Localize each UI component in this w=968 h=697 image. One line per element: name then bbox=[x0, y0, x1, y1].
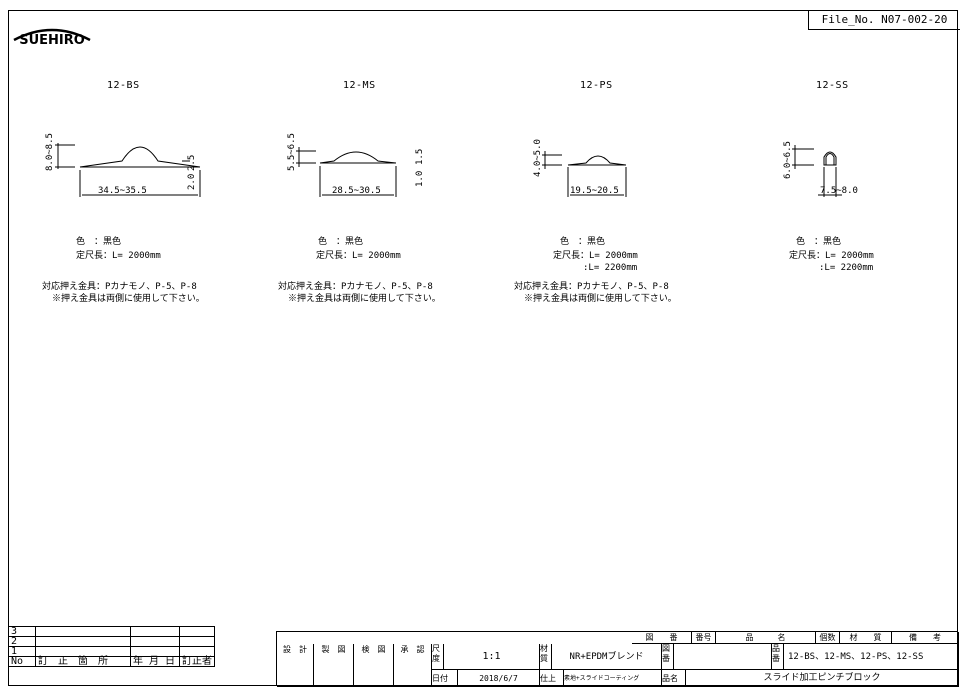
dim-edge-12-bs: 2.0 bbox=[187, 174, 197, 190]
spec-length-12-ps: 定尺長：L= 2000mm bbox=[553, 251, 638, 261]
spec-length-12-ss: 定尺長：L= 2000mm bbox=[789, 251, 874, 261]
rev-header-no: No bbox=[8, 656, 36, 667]
suehiro-logo: SUEHIRO bbox=[13, 28, 91, 48]
spec-note-12-bs: ※押え金具は両側に使用して下さい。 bbox=[52, 294, 205, 304]
part-title-12-ms: 12-MS bbox=[343, 80, 376, 91]
profile-drawing-12-ss: 6.0~6.5 7.5~8.0 bbox=[783, 141, 858, 197]
spec-fitting-12-ps: 対応押え金具：Pカナモノ、P-5、P-8 bbox=[514, 282, 669, 292]
part-title-12-ss: 12-SS bbox=[816, 80, 849, 91]
dim-width-12-ps: 19.5~20.5 bbox=[570, 186, 619, 196]
spec-length2-12-ps: :L= 2200mm bbox=[583, 263, 638, 273]
dim-height-12-ps: 4.0~5.0 bbox=[533, 139, 543, 177]
title-block: 図 番 番号 品 名 個数 材 質 備 考 設 計 製 図 検 図 承 認 尺度… bbox=[276, 631, 959, 687]
rev-header-place: 訂 正 箇 所 bbox=[35, 656, 131, 667]
spec-color-12-bs: 色 ：黒色 bbox=[76, 237, 122, 247]
spec-note-12-ps: ※押え金具は両側に使用して下さい。 bbox=[524, 294, 677, 304]
profile-drawing-12-ms: 5.5~6.5 1.5 1.0 28.5~30.5 bbox=[287, 133, 425, 197]
dim-thickness-12-ms: 1.5 bbox=[415, 149, 425, 165]
spec-color-12-ss: 色 ：黒色 bbox=[796, 237, 842, 247]
spec-note-12-ms: ※押え金具は両側に使用して下さい。 bbox=[288, 294, 441, 304]
rev-header-date: 年 月 日 bbox=[130, 656, 180, 667]
svg-text:SUEHIRO: SUEHIRO bbox=[19, 33, 85, 48]
dim-height-12-ss: 6.0~6.5 bbox=[783, 141, 793, 179]
drawing-sheet bbox=[8, 10, 958, 686]
dim-width-12-bs: 34.5~35.5 bbox=[98, 186, 147, 196]
spec-length2-12-ss: :L= 2200mm bbox=[819, 263, 874, 273]
spec-length-12-ms: 定尺長：L= 2000mm bbox=[316, 251, 401, 261]
dim-width-12-ss: 7.5~8.0 bbox=[820, 186, 858, 196]
profile-drawing-12-bs: 8.0~8.5 2.5 2.0 34.5~35.5 bbox=[45, 133, 201, 197]
spec-length-12-bs: 定尺長：L= 2000mm bbox=[76, 251, 161, 261]
dim-edge-12-ms: 1.0 bbox=[415, 171, 425, 187]
spec-fitting-12-ms: 対応押え金具：Pカナモノ、P-5、P-8 bbox=[278, 282, 433, 292]
profile-drawing-12-ps: 4.0~5.0 19.5~20.5 bbox=[533, 139, 627, 197]
part-title-12-bs: 12-BS bbox=[107, 80, 140, 91]
part-title-12-ps: 12-PS bbox=[580, 80, 613, 91]
dim-thickness-12-bs: 2.5 bbox=[187, 155, 197, 171]
rev-header-person: 訂正者 bbox=[179, 656, 215, 667]
dim-width-12-ms: 28.5~30.5 bbox=[332, 186, 381, 196]
spec-fitting-12-bs: 対応押え金具：Pカナモノ、P-5、P-8 bbox=[42, 282, 197, 292]
dim-height-12-bs: 8.0~8.5 bbox=[45, 133, 55, 171]
spec-color-12-ms: 色 ：黒色 bbox=[318, 237, 364, 247]
revision-table: 3 2 1 No 訂 正 箇 所 年 月 日 訂正者 bbox=[8, 626, 215, 667]
dim-height-12-ms: 5.5~6.5 bbox=[287, 133, 297, 171]
file-number: File_No. N07-002-20 bbox=[808, 10, 960, 30]
spec-color-12-ps: 色 ：黒色 bbox=[560, 237, 606, 247]
